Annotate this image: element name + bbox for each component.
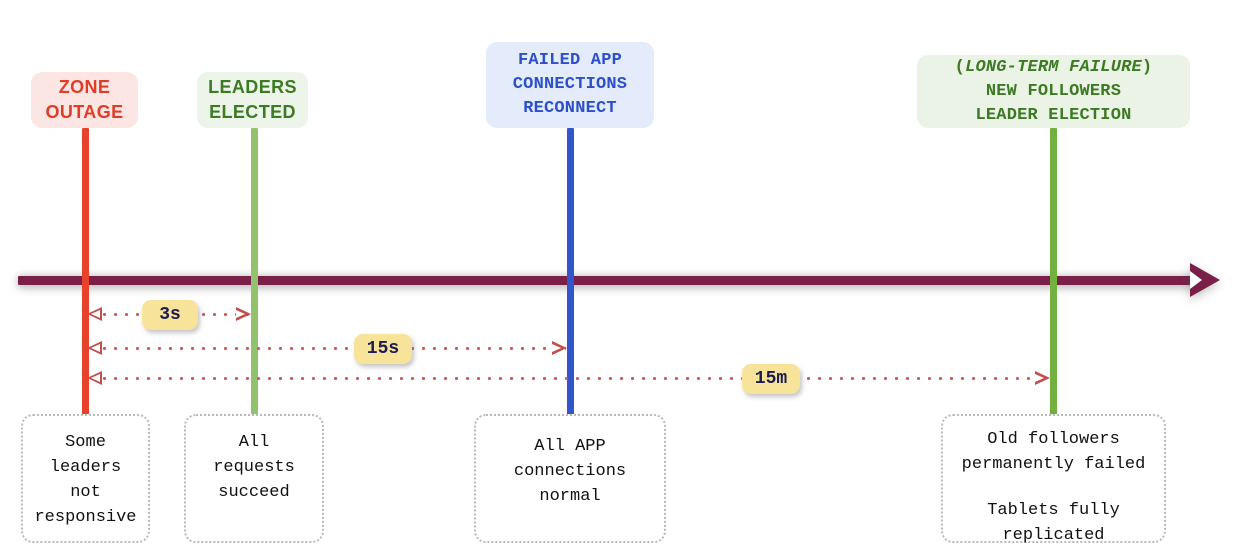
chip-line: NEW FOLLOWERS	[985, 81, 1122, 101]
note-line: Tablets fully	[987, 501, 1120, 520]
event-chip-new-followers-leader-election[interactable]: (LONG-TERM FAILURE) NEW FOLLOWERS LEADER…	[917, 55, 1190, 128]
chip-line: FAILED APP	[517, 51, 623, 70]
event-note-zone-outage: Some leaders not responsive	[21, 414, 150, 543]
event-note-new-followers-leader-election: Old followers permanently failed Tablets…	[941, 414, 1166, 545]
arrow-right-icon	[1035, 371, 1050, 385]
arrow-left-icon	[87, 307, 102, 321]
chip-line: LEADERS	[208, 77, 297, 97]
note-spacer	[943, 477, 1164, 498]
note-line: replicated	[1002, 526, 1105, 545]
event-note-leaders-elected: All requests succeed	[184, 414, 324, 543]
event-line-leaders-elected	[251, 128, 258, 420]
dotted-line	[88, 377, 1049, 380]
note-line: not	[70, 483, 101, 502]
event-chip-zone-outage[interactable]: ZONE OUTAGE	[31, 72, 138, 128]
chip-line: CONNECTIONS	[512, 75, 628, 94]
chip-line: LEADER ELECTION	[975, 105, 1132, 125]
note-line: requests	[213, 458, 295, 477]
event-line-new-followers-leader-election	[1050, 128, 1057, 420]
duration-badge-15m[interactable]: 15m	[742, 364, 800, 394]
arrow-left-icon	[87, 371, 102, 385]
event-note-failed-app-connections-reconnect: All APP connections normal	[474, 414, 666, 543]
timeline-arrow-head-icon	[1190, 263, 1220, 297]
duration-value: 3s	[159, 305, 181, 325]
note-line: normal	[539, 487, 601, 506]
note-line: connections	[513, 462, 627, 481]
note-line: succeed	[218, 483, 290, 502]
note-line: Old followers	[987, 430, 1120, 449]
note-line: leaders	[49, 458, 122, 477]
event-chip-failed-app-connections-reconnect[interactable]: FAILED APP CONNECTIONS RECONNECT	[486, 42, 654, 128]
chip-line: OUTAGE	[45, 102, 124, 122]
arrow-right-icon	[236, 307, 251, 321]
chip-line: RECONNECT	[523, 99, 617, 118]
chip-line-long-term-failure: (LONG-TERM FAILURE)	[954, 57, 1153, 77]
arrow-right-icon	[552, 341, 567, 355]
arrow-left-icon	[87, 341, 102, 355]
duration-badge-15s[interactable]: 15s	[354, 334, 412, 364]
note-line: responsive	[34, 508, 137, 527]
duration-arrow-15m	[87, 371, 1050, 385]
timeline-axis	[18, 276, 1198, 285]
chip-line: ELECTED	[209, 102, 296, 122]
duration-arrow-15s	[87, 341, 567, 355]
chip-line-emphasis: LONG-TERM FAILURE	[965, 57, 1142, 77]
note-line: Some	[65, 433, 106, 452]
event-line-zone-outage	[82, 128, 89, 420]
chip-line: ZONE	[58, 77, 111, 97]
event-line-failed-app-connections-reconnect	[567, 128, 574, 420]
note-line: All APP	[534, 437, 606, 456]
note-line: permanently failed	[961, 455, 1146, 474]
dotted-line	[88, 347, 566, 350]
note-line: All	[238, 433, 270, 452]
duration-value: 15s	[366, 339, 400, 359]
duration-value: 15m	[754, 369, 788, 389]
duration-badge-3s[interactable]: 3s	[142, 300, 198, 330]
event-chip-leaders-elected[interactable]: LEADERS ELECTED	[197, 72, 308, 128]
